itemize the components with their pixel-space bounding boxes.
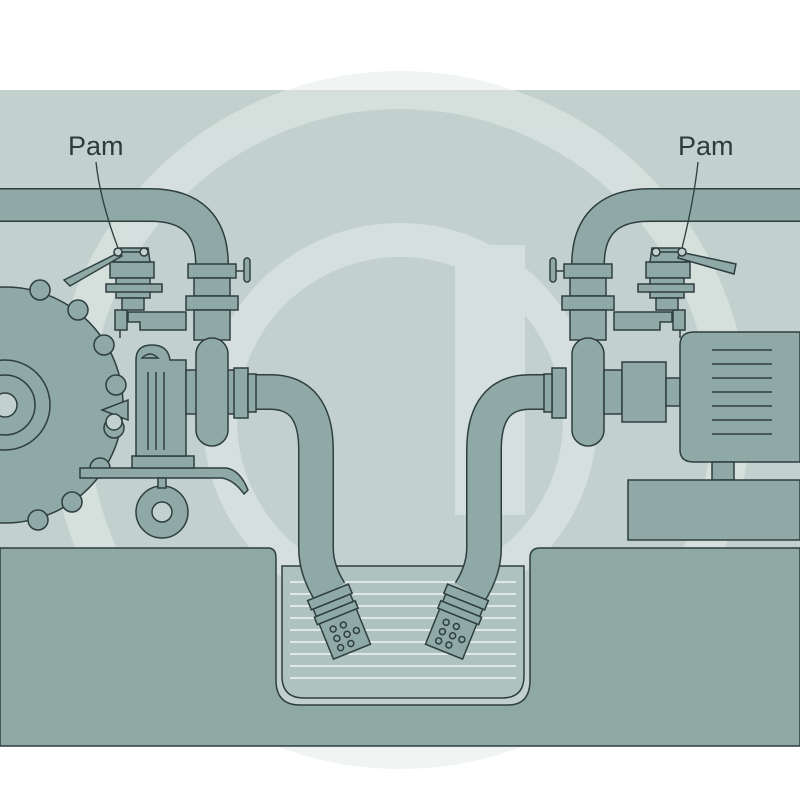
left-suction-hose xyxy=(244,374,346,602)
left-discharge-pipe xyxy=(0,188,229,266)
right-strainer xyxy=(424,583,490,661)
right-pump-column xyxy=(549,257,615,447)
left-outlet-flange xyxy=(233,367,257,419)
left-pump-label-text: Pam xyxy=(68,131,124,161)
ground-with-pit xyxy=(0,547,800,747)
left-strainer xyxy=(306,583,372,661)
tractor-wheel-icon xyxy=(0,279,127,531)
left-pump-frame xyxy=(79,455,249,539)
left-pump-column xyxy=(185,257,251,447)
right-pump-label: Pam xyxy=(678,131,734,249)
left-primer-pump xyxy=(62,247,163,311)
right-discharge-pipe xyxy=(571,188,800,266)
electric-motor-icon xyxy=(603,331,800,541)
right-outlet-flange xyxy=(543,367,567,419)
right-suction-hose xyxy=(454,374,556,602)
left-pump-label: Pam xyxy=(68,131,124,249)
right-pump-bracket xyxy=(613,309,686,338)
left-pump-bracket xyxy=(114,309,187,338)
right-primer-pump xyxy=(637,247,737,311)
right-pump-label-text: Pam xyxy=(678,131,734,161)
